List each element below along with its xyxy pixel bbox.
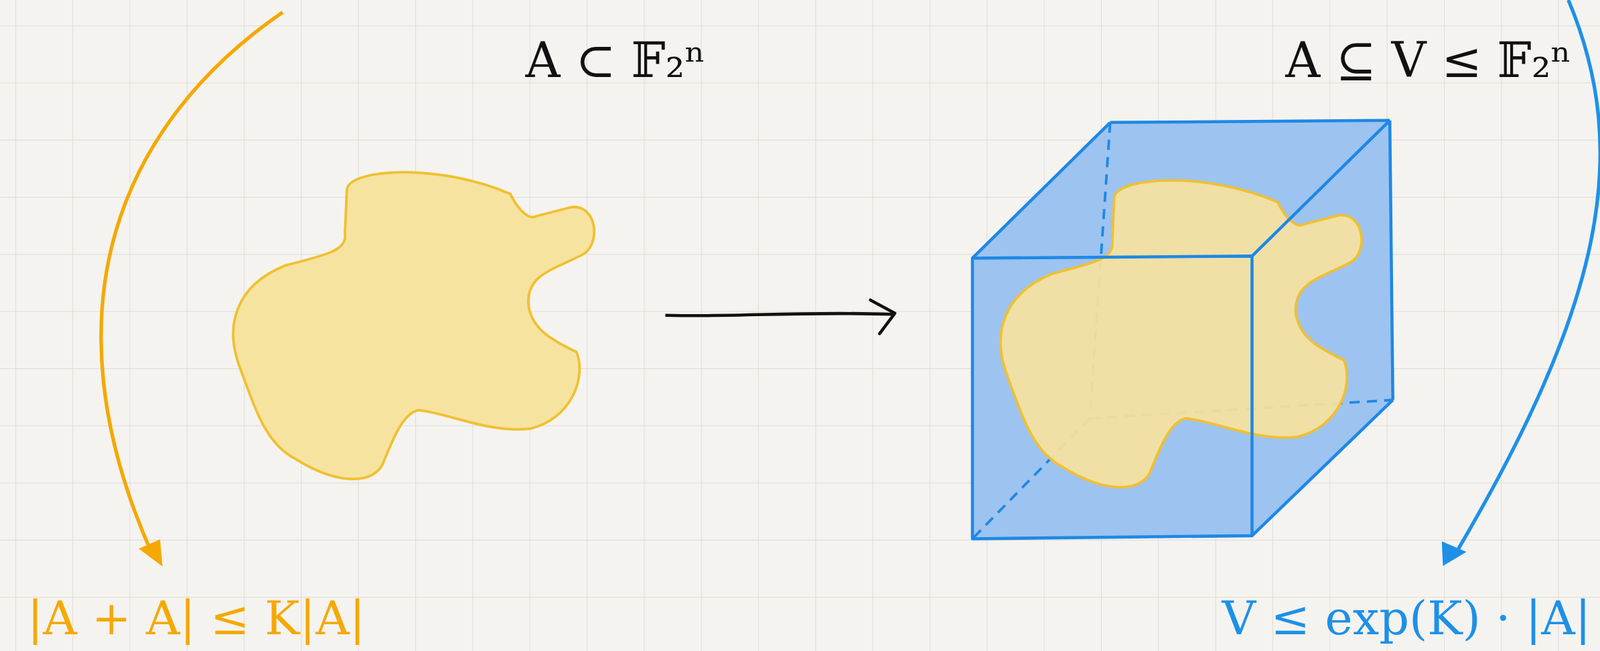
orange-arrow (101, 12, 283, 556)
set-blob-inside (1000, 180, 1362, 487)
arrow-head (1442, 543, 1465, 565)
cube-fill (972, 120, 1394, 540)
cube-edges (972, 120, 1394, 540)
conclusion-label: V ≤ exp(K) · |A| (1222, 592, 1592, 645)
hypothesis-label: |A + A| ≤ K|A| (27, 592, 366, 645)
set-blob (233, 172, 595, 479)
map-arrow (665, 313, 893, 316)
set-label: A ⊆ V ≤ 𝔽₂ⁿ (1285, 34, 1572, 88)
cube-hidden-edges (972, 122, 1394, 540)
arrow-head (140, 540, 161, 564)
arrow-head (870, 300, 896, 334)
set-label: A ⊂ 𝔽₂ⁿ (525, 34, 706, 88)
